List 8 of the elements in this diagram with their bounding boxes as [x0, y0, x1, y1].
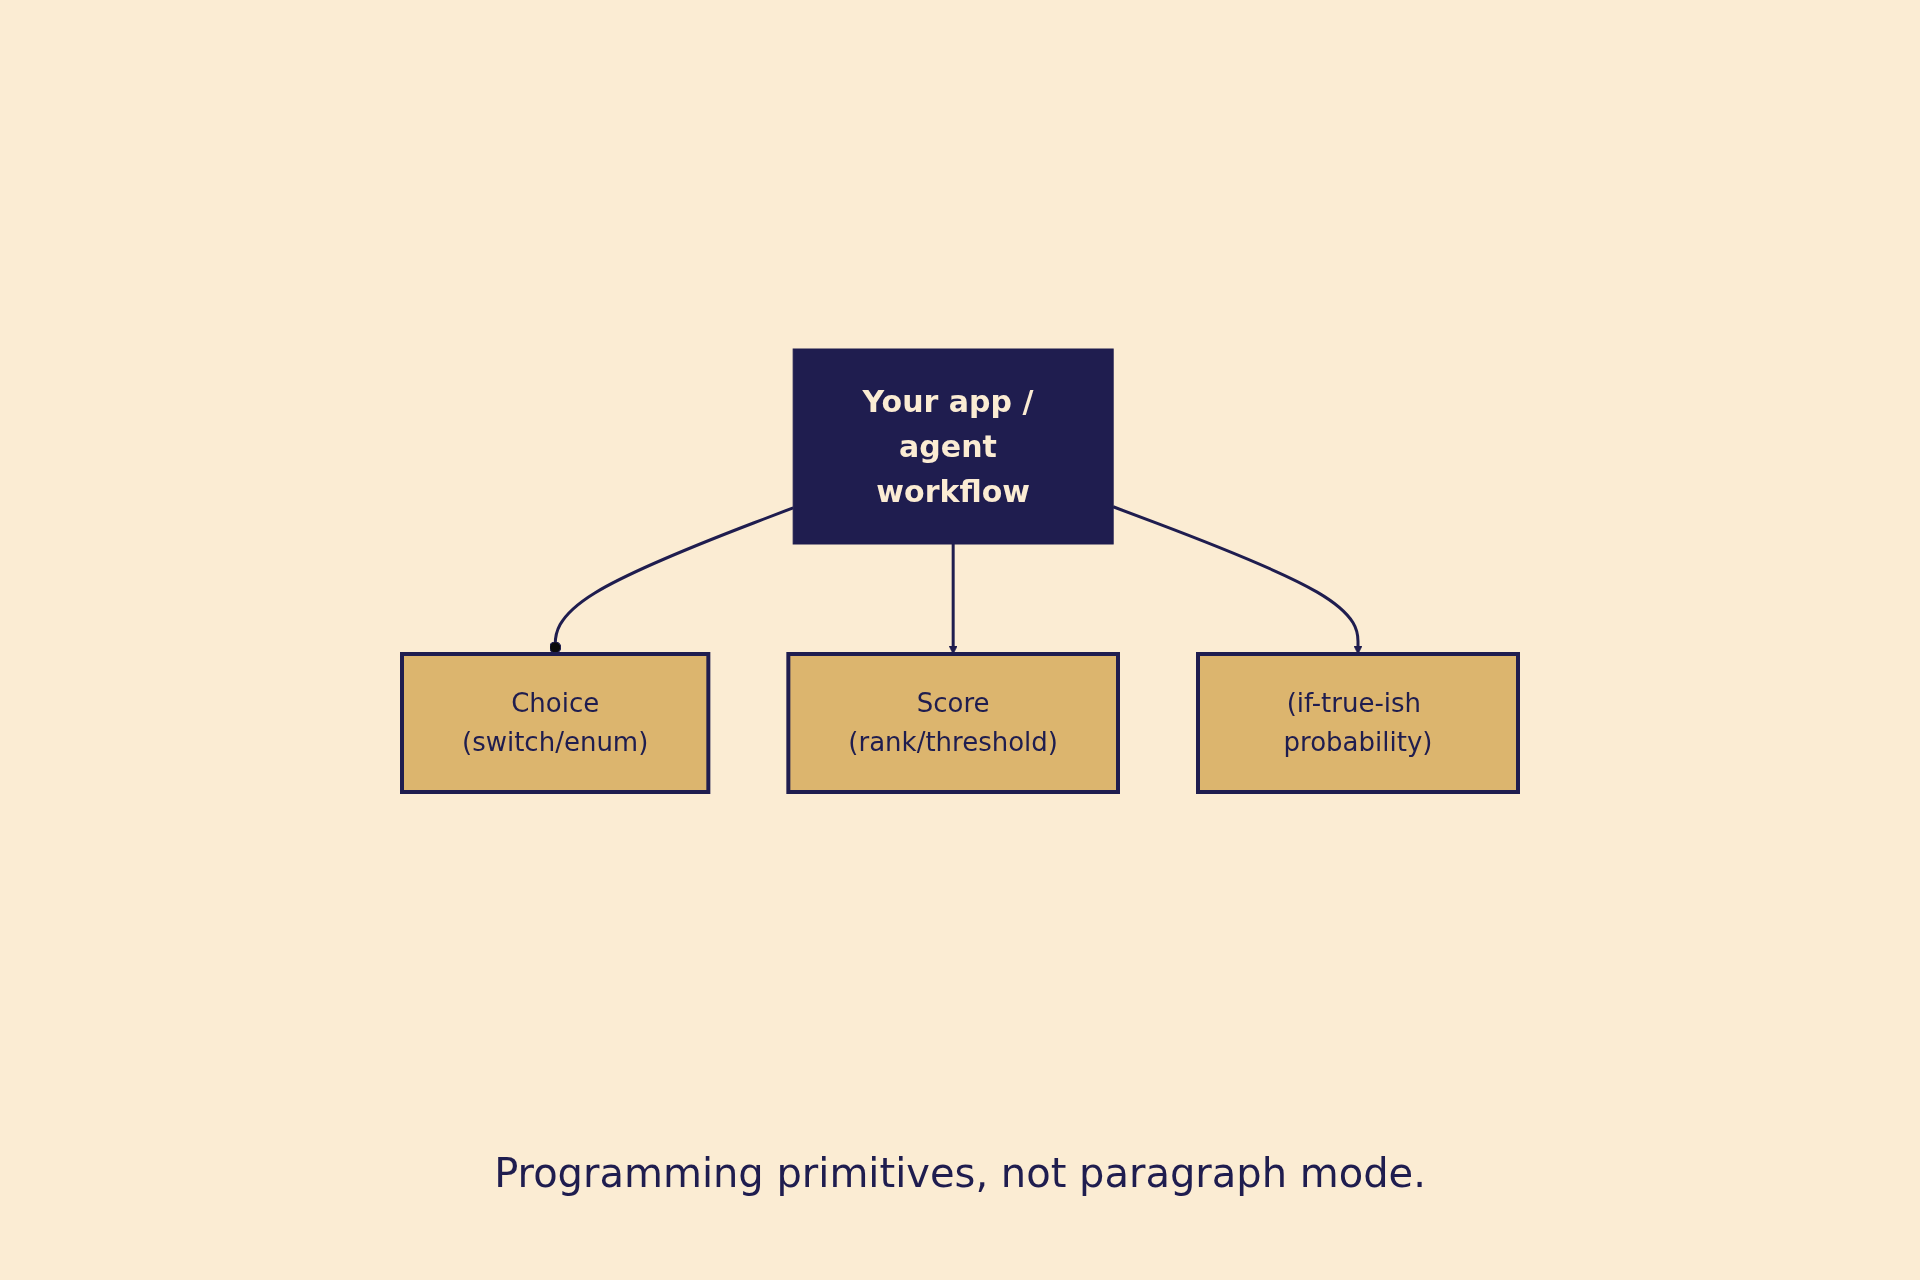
- node-box: Your app / agent workflow: [792, 348, 1114, 544]
- connector: [549, 505, 794, 654]
- arrow: [1112, 504, 1363, 654]
- node-box: (if-true-ish probability): [1196, 651, 1520, 794]
- node-box: Score (rank/threshold): [786, 651, 1120, 794]
- arrow: [948, 543, 958, 654]
- node-box: Choice (switch/enum): [400, 651, 711, 794]
- caption: Programming primitives, not paragraph mode.: [494, 1150, 1426, 1196]
